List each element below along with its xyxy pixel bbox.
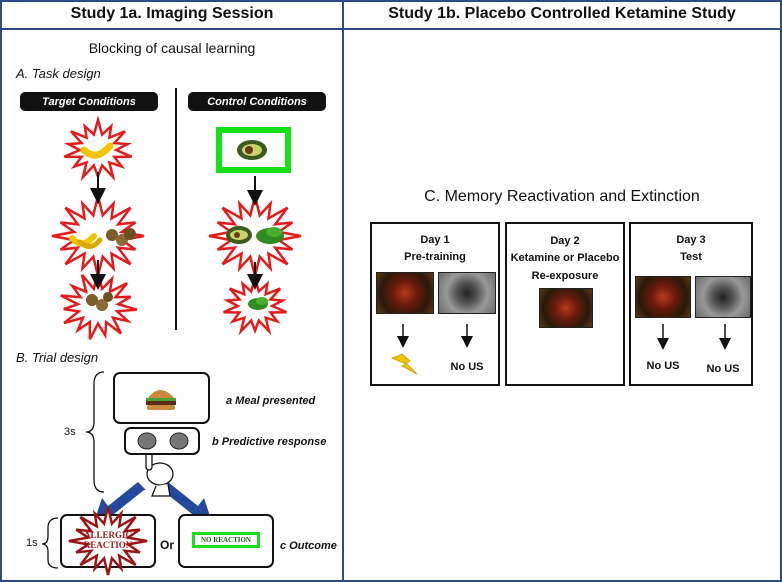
pepper-icon bbox=[248, 297, 268, 310]
no-reaction-text: NO REACTION bbox=[201, 536, 251, 544]
control-conditions-label: Control Conditions bbox=[188, 92, 326, 111]
day2-subtitle: Ketamine or Placebo bbox=[510, 252, 620, 264]
section-b-label: B. Trial design bbox=[16, 350, 99, 365]
spider-image-red-day2 bbox=[539, 288, 593, 328]
left-graphics bbox=[41, 88, 302, 569]
day1-box: Day 1 Pre-training No US bbox=[370, 222, 500, 386]
allergic-text-1: ALLERGIC bbox=[83, 530, 132, 540]
day3-arrows bbox=[657, 324, 731, 350]
hand-icon bbox=[145, 449, 174, 497]
day2-title: Day 2 bbox=[550, 235, 580, 247]
study-1a-header: Study 1a. Imaging Session bbox=[0, 0, 344, 30]
avocado-icon bbox=[237, 140, 267, 160]
banana-icon bbox=[80, 142, 114, 159]
avocado-pepper-icon bbox=[226, 226, 284, 244]
day3-box: Day 3 Test No US No US bbox=[629, 222, 753, 386]
day1-arrows bbox=[390, 324, 473, 375]
study-1b-panel bbox=[342, 0, 782, 582]
allergic-text-2: REACTION bbox=[83, 540, 133, 550]
step-a-label: a Meal presented bbox=[226, 395, 316, 407]
banana-mushroom-icon bbox=[69, 228, 136, 249]
spider-image-red-day3 bbox=[635, 276, 691, 318]
brace-3s bbox=[85, 371, 105, 493]
section-a-label: A. Task design bbox=[16, 66, 101, 81]
day1-title: Day 1 bbox=[420, 234, 450, 246]
section-c-title: C. Memory Reactivation and Extinction bbox=[424, 188, 700, 205]
study-1b-header: Study 1b. Placebo Controlled Ketamine St… bbox=[342, 0, 782, 30]
day3-title: Day 3 bbox=[676, 234, 706, 246]
time-3s-label: 3s bbox=[64, 426, 76, 438]
lightning-bolt-icon bbox=[390, 353, 418, 375]
spider-image-gray bbox=[438, 272, 496, 314]
day3-no-us-2: No US bbox=[706, 363, 740, 375]
blue-arrow-right bbox=[160, 482, 212, 522]
step-b-label: b Predictive response bbox=[212, 436, 327, 448]
response-box bbox=[124, 427, 200, 455]
time-1s-label: 1s bbox=[26, 537, 38, 549]
spider-image-gray-day3 bbox=[695, 276, 751, 318]
starburst-shape bbox=[63, 115, 133, 182]
brace-1s bbox=[41, 517, 59, 569]
target-star-1 bbox=[63, 115, 133, 182]
mushroom-icon bbox=[86, 292, 113, 311]
no-reaction-badge: NO REACTION bbox=[192, 532, 260, 548]
spider-image-red bbox=[376, 272, 434, 314]
step-c-label: c Outcome bbox=[280, 540, 337, 552]
day2-subtitle2: Re-exposure bbox=[531, 270, 599, 282]
target-conditions-label: Target Conditions bbox=[20, 92, 158, 111]
meal-box bbox=[113, 372, 210, 424]
day1-subtitle: Pre-training bbox=[404, 251, 466, 263]
day1-no-us: No US bbox=[450, 361, 484, 373]
or-label: Or bbox=[160, 538, 175, 552]
day3-no-us-1: No US bbox=[646, 360, 680, 372]
panel-title: Blocking of causal learning bbox=[88, 40, 256, 56]
day3-subtitle: Test bbox=[680, 251, 702, 263]
day2-box: Day 2 Ketamine or Placebo Re-exposure bbox=[505, 222, 625, 386]
